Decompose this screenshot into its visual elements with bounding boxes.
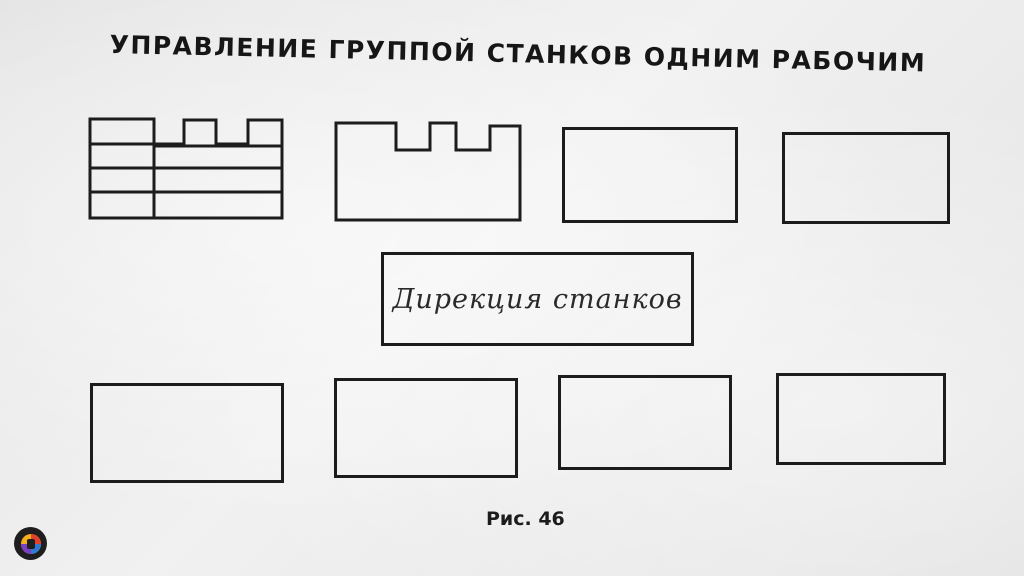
machine-3-bottom [558, 375, 732, 470]
figure-caption: Рис. 46 [486, 508, 565, 530]
app-logo-icon[interactable] [14, 527, 47, 560]
machine-1-bottom [90, 383, 284, 483]
machine-1-top [88, 117, 284, 220]
machine-2-top [334, 121, 522, 222]
machine-4-bottom [776, 373, 946, 465]
machine-4-top [782, 132, 950, 224]
machine-direction-label: Дирекция станков [392, 283, 683, 315]
machine-3-top [562, 127, 738, 223]
machine-2-bottom [334, 378, 518, 478]
machine-direction-box: Дирекция станков [381, 252, 694, 346]
